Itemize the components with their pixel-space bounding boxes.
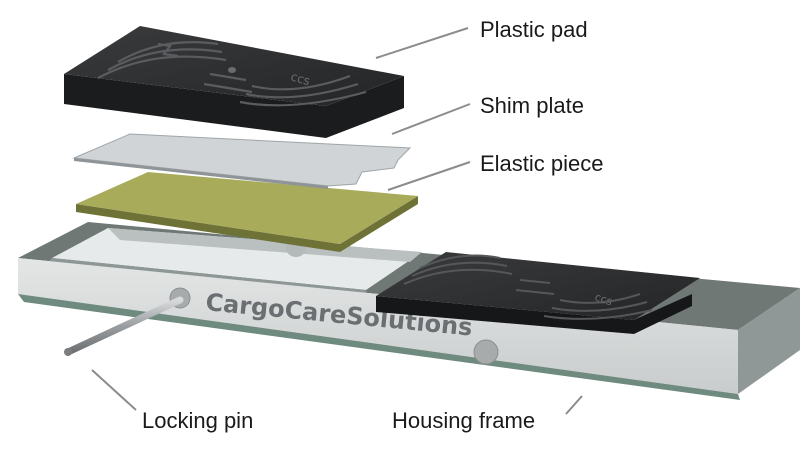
leader-line-locking-pin <box>91 369 137 411</box>
leader-line-plastic-pad <box>375 27 469 59</box>
shim-plate-top <box>72 133 412 187</box>
locking-pin-shaft <box>64 296 184 356</box>
label-housing-frame: Housing frame <box>392 408 535 433</box>
label-locking-pin: Locking pin <box>142 408 253 433</box>
shim-plate <box>72 133 412 189</box>
elastic-piece-top <box>76 172 418 244</box>
locking-pin <box>64 296 184 356</box>
housing-recess <box>52 228 422 290</box>
elastic-piece <box>76 172 418 252</box>
plastic-pad-grooves <box>97 41 367 107</box>
leader-lines <box>91 27 583 415</box>
plastic-pad: ccs <box>64 26 404 138</box>
label-elastic-piece: Elastic piece <box>480 151 604 176</box>
housing-end-face <box>738 288 800 394</box>
installed-pad-side <box>376 294 692 334</box>
leader-line-housing-frame <box>565 395 583 415</box>
plastic-pad-mark: ccs <box>289 69 312 88</box>
housing-hole-right <box>473 339 499 365</box>
installed-pad-top <box>376 252 700 320</box>
locking-pin-tip <box>64 348 72 356</box>
plastic-pad-center-dot <box>228 67 236 73</box>
housing-front-face <box>18 258 738 394</box>
label-shim-plate: Shim plate <box>480 93 584 118</box>
installed-pad-grooves <box>403 254 653 320</box>
plastic-pad-side <box>64 74 404 138</box>
installed-pad-mark: ccs <box>593 290 614 308</box>
label-plastic-pad: Plastic pad <box>480 17 588 42</box>
installed-plastic-pad: ccs <box>376 252 700 334</box>
housing-bottom-rim <box>18 294 740 400</box>
leader-line-shim-plate <box>391 103 471 135</box>
housing-recess-shadow <box>108 228 422 262</box>
leader-line-elastic-piece <box>387 161 471 191</box>
callout-labels: Plastic pad Shim plate Elastic piece Loc… <box>142 17 604 433</box>
shim-plate-edge <box>74 158 328 189</box>
